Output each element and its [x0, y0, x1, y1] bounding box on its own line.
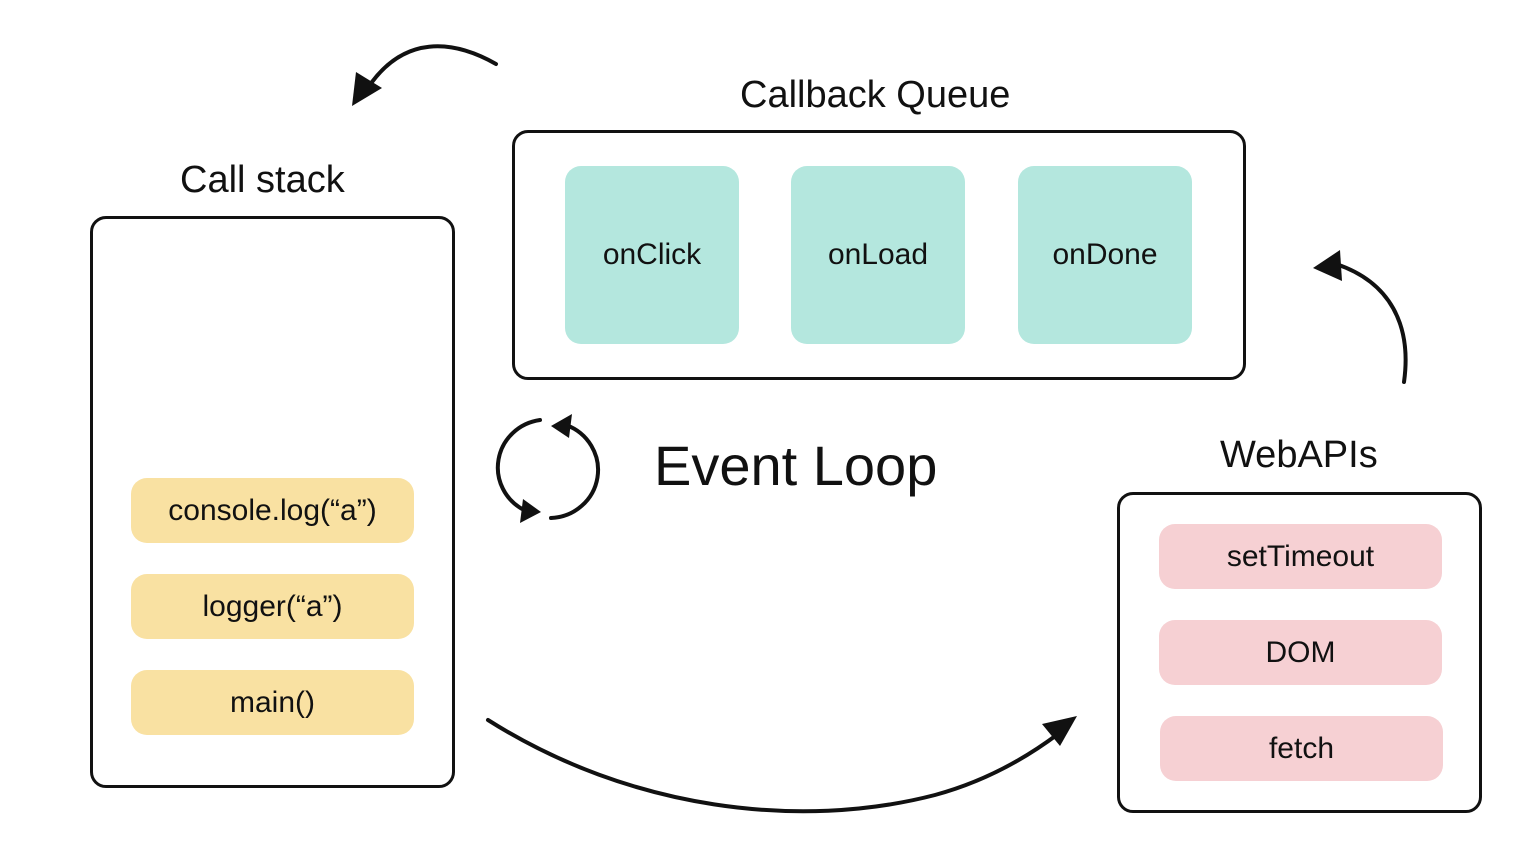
web-api-item-settimeout: setTimeout: [1159, 524, 1442, 589]
arrow-stack-to-webapis: [486, 716, 1077, 814]
queue-item-onclick: onClick: [565, 166, 739, 344]
arrow-webapis-to-queue: [1313, 250, 1408, 384]
arrow-queue-to-stack: [352, 44, 498, 106]
stack-frame-console-log: console.log(“a”): [131, 478, 414, 543]
stack-frame-main: main(): [131, 670, 414, 735]
refresh-cycle-icon: [495, 414, 601, 523]
queue-item-onload: onLoad: [791, 166, 965, 344]
web-apis-title: WebAPIs: [1220, 434, 1378, 476]
event-loop-label: Event Loop: [654, 434, 938, 497]
call-stack-title: Call stack: [180, 159, 345, 201]
queue-item-ondone: onDone: [1018, 166, 1192, 344]
callback-queue-title: Callback Queue: [740, 74, 1011, 116]
web-api-item-dom: DOM: [1159, 620, 1442, 685]
stack-frame-logger: logger(“a”): [131, 574, 414, 639]
web-api-item-fetch: fetch: [1160, 716, 1443, 781]
